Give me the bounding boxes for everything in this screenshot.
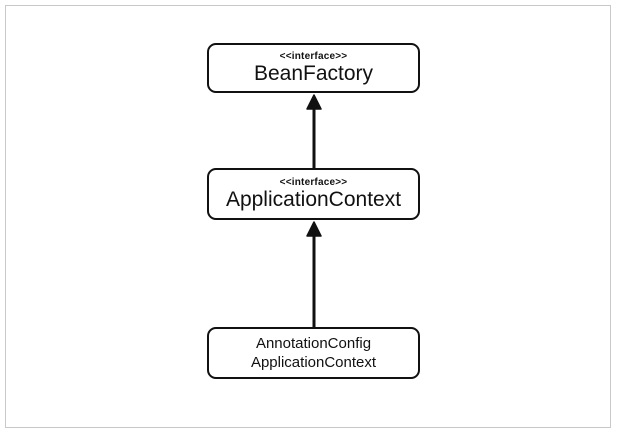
stereotype-label: <<interface>> [279,50,348,62]
node-bean-factory: <<interface>> BeanFactory [207,43,420,93]
node-name: BeanFactory [253,61,374,85]
arrowhead [306,221,322,237]
node-name-line2: ApplicationContext [250,354,377,371]
arrowhead [306,94,322,110]
node-application-context: <<interface>> ApplicationContext [207,168,420,220]
edge-applicationcontext-to-beanfactory [306,94,322,170]
stereotype-label: <<interface>> [279,176,348,188]
node-name-line1: AnnotationConfig [255,335,372,352]
edge-annotationconfig-to-applicationcontext [306,221,322,329]
node-name: ApplicationContext [225,187,402,211]
node-annotation-config-application-context: AnnotationConfig ApplicationContext [207,327,420,379]
